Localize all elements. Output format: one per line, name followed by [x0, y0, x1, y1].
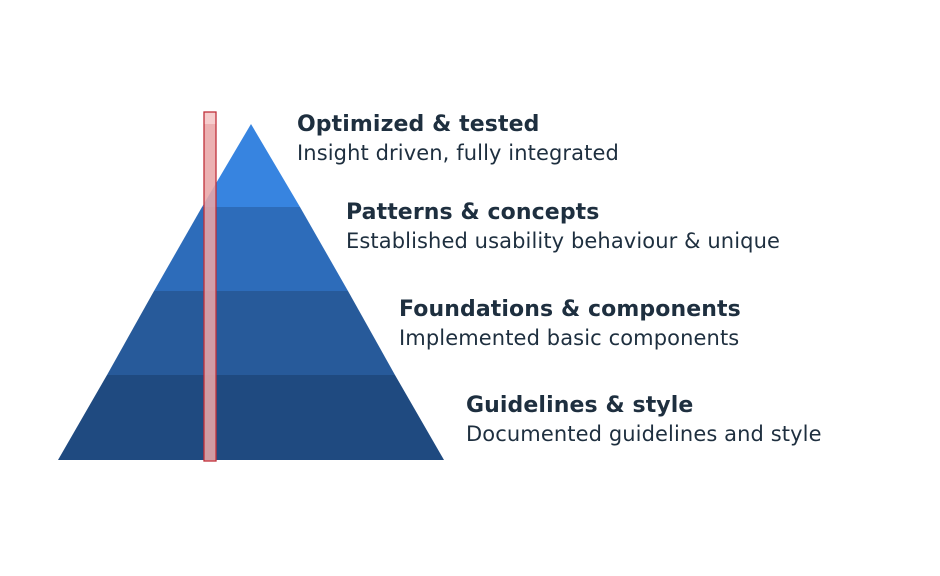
level-label-optimized: Optimized & tested Insight driven, fully…: [297, 111, 619, 168]
level-description: Insight driven, fully integrated: [297, 141, 619, 165]
level-label-guidelines: Guidelines & style Documented guidelines…: [466, 392, 822, 449]
pyramid-tier-foundations: [107, 291, 395, 375]
level-title: Foundations & components: [399, 297, 741, 322]
level-label-foundations: Foundations & components Implemented bas…: [399, 296, 741, 353]
level-description: Implemented basic components: [399, 326, 740, 350]
highlight-marker: [204, 112, 216, 461]
level-title: Guidelines & style: [466, 393, 694, 418]
level-title: Patterns & concepts: [346, 200, 600, 225]
level-description: Established usability behaviour & unique: [346, 229, 780, 253]
level-title: Optimized & tested: [297, 112, 540, 137]
pyramid-tier-patterns: [154, 207, 348, 291]
level-label-patterns: Patterns & concepts Established usabilit…: [346, 199, 780, 256]
highlight-marker-outline: [203, 111, 217, 462]
pyramid-tier-guidelines: [58, 375, 444, 460]
pyramid-tier-optimized: [202, 124, 300, 207]
highlight-marker-overlay: [204, 124, 216, 461]
level-description: Documented guidelines and style: [466, 422, 822, 446]
